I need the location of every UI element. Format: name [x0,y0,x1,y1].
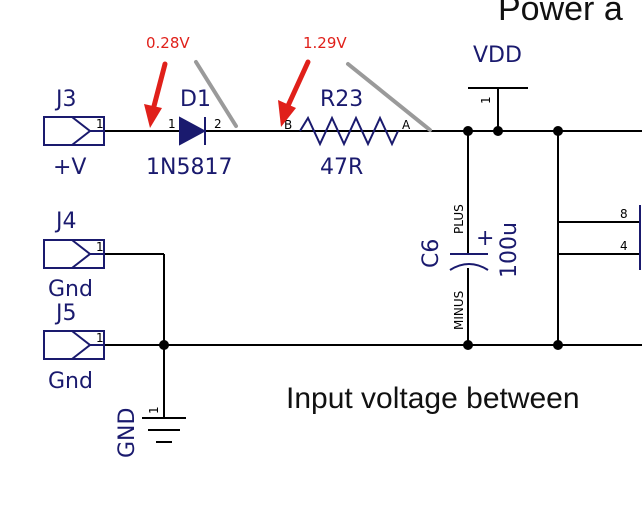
ic-pin-4: 4 [620,239,628,253]
connector-j3-value: +V [53,155,86,180]
resistor-r23-pin-a: A [402,118,411,132]
capacitor-c6-minus-label: MINUS [452,291,466,330]
junction-dot [463,126,473,136]
connector-j3: J3 1 +V [43,87,105,180]
connector-j5-pin: 1 [96,331,104,345]
resistor-r23-ref: R23 [320,87,363,112]
gnd-label: GND [115,408,140,458]
connector-j4-value: Gnd [48,277,93,302]
junction-dot [553,126,563,136]
resistor-r23-value: 47R [320,155,363,180]
connector-j4: J4 1 Gnd [43,209,105,302]
measurement-0-shadow [194,60,238,128]
input-voltage-note: Input voltage between [286,382,580,415]
measurement-1-label: 1.29V [303,34,347,52]
connector-j4-ref: J4 [54,209,77,234]
connector-j5: J5 1 Gnd [43,301,105,394]
gnd-pin: 1 [147,406,161,414]
capacitor-c6-ref: C6 [419,239,444,268]
resistor-r23-pin-b: B [284,118,292,132]
vdd-pin: 1 [479,96,493,104]
measurement-0-label: 0.28V [146,34,190,52]
diode-d1-pin-anode: 1 [168,117,176,131]
ic-partial: 8 4 [620,205,641,270]
connector-j5-ref: J5 [54,301,77,326]
junction-dot [493,126,503,136]
capacitor-c6-plus-label: PLUS [452,204,466,234]
junction-dot [159,340,169,350]
junction-dot [553,340,563,350]
connector-j5-value: Gnd [48,369,93,394]
ic-pin-8: 8 [620,207,628,221]
junction-dot [463,340,473,350]
connector-j4-pin: 1 [96,240,104,254]
junctions [159,126,563,350]
ground-symbol: 1 GND [115,406,186,458]
diode-d1-ref: D1 [180,87,211,112]
measurement-0: 0.28V [144,34,238,128]
capacitor-c6-polarity: + [476,226,494,251]
measurement-1: 1.29V [278,34,432,132]
measurement-1-shadow [346,62,432,132]
schematic-title: Power a [498,0,623,28]
diode-d1-pin-cathode: 2 [214,117,222,131]
capacitor-c6: PLUS MINUS + C6 100u [419,204,522,330]
capacitor-c6-value: 100u [497,222,522,278]
vdd-port: VDD 1 [468,43,528,104]
diode-d1-value: 1N5817 [146,155,232,180]
measurement-0-arrow [144,61,168,128]
diode-d1: D1 1 2 1N5817 [146,87,232,180]
vdd-label: VDD [473,43,522,68]
connector-j3-pin: 1 [96,117,104,131]
measurement-1-arrow [278,59,311,127]
connector-j3-ref: J3 [54,87,77,112]
resistor-r23: R23 B A 47R [284,87,411,180]
